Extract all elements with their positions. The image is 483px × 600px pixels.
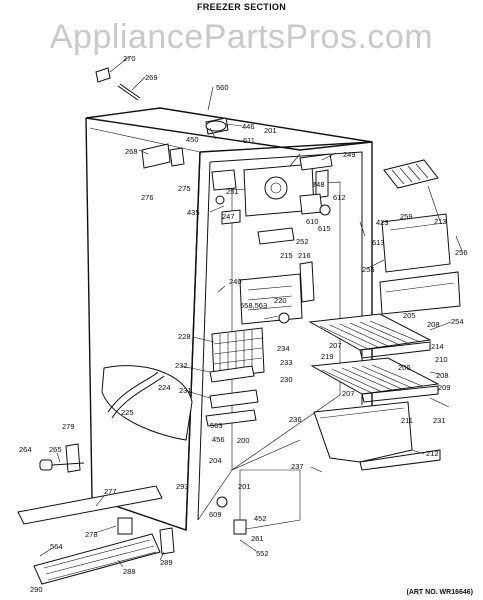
callout-label: 612	[333, 193, 346, 202]
callout-label: 252	[296, 237, 309, 246]
callout-label: 269	[145, 73, 158, 82]
callout-label: 207	[329, 341, 342, 350]
callout-label: 201	[238, 482, 251, 491]
callout-label: 610	[306, 217, 319, 226]
callout-label: 435	[187, 208, 200, 217]
callout-label: 207	[342, 389, 355, 398]
callout-label: 293	[176, 482, 189, 491]
callout-label: 208	[436, 371, 449, 380]
callout-label: 204	[209, 456, 222, 465]
callout-label: 261	[251, 534, 264, 543]
callout-label: 255	[362, 265, 375, 274]
callout-label: 289	[160, 558, 173, 567]
callout-label: 611	[243, 136, 255, 145]
callout-label: 264	[19, 445, 32, 454]
callout-label: 209	[438, 383, 451, 392]
callout-label: 276	[141, 193, 154, 202]
callout-label: 212	[426, 449, 439, 458]
lower-left-parts	[39, 365, 259, 473]
callout-label: 277	[104, 487, 117, 496]
callout-label: 208	[427, 320, 440, 329]
base-grille	[17, 485, 247, 585]
callout-label: 201	[264, 126, 277, 135]
callout-label: 205	[403, 311, 416, 320]
watermark: AppliancePartsPros.com	[49, 18, 434, 56]
callout-label: 279	[62, 422, 75, 431]
callout-label: 211	[401, 416, 413, 425]
callout-label: 231	[179, 386, 192, 395]
ice-tray	[383, 159, 439, 189]
freezer-cabinet	[85, 107, 373, 531]
callout-label: 558,563	[240, 301, 267, 310]
callout-label: 249	[343, 150, 356, 159]
callout-label: 560	[216, 83, 229, 92]
callout-label: 248	[312, 180, 325, 189]
duct-assembly	[239, 227, 315, 325]
shelves	[308, 213, 461, 471]
callout-label: 278	[85, 530, 98, 539]
callout-label: 552	[256, 549, 269, 558]
callout-label: 446	[242, 122, 255, 131]
callout-label: 268	[125, 147, 138, 156]
top-left-parts	[95, 67, 185, 169]
callout-labels: 270 269 560 446 450 611 201 268 249 275 …	[19, 54, 468, 594]
diagram-title: FREEZER SECTION	[196, 2, 286, 12]
callout-label: 233	[280, 358, 293, 367]
callout-label: 219	[321, 352, 334, 361]
callout-label: 450	[186, 135, 199, 144]
callout-label: 251	[226, 187, 239, 196]
callout-label: 456	[212, 435, 225, 444]
callout-label: 240	[229, 277, 242, 286]
callout-label: 216	[298, 251, 311, 260]
callout-label: 564	[50, 542, 63, 551]
callout-label: 256	[455, 248, 468, 257]
callout-label: 210	[435, 355, 448, 364]
callout-label: 609	[209, 510, 222, 519]
leader-lines	[39, 56, 463, 568]
callout-label: 254	[451, 317, 464, 326]
evaporator-coil	[211, 327, 265, 379]
callout-label: 214	[431, 342, 444, 351]
callout-label: 206	[398, 363, 411, 372]
callout-label: 225	[121, 408, 134, 417]
callout-label: 270	[123, 54, 136, 63]
callout-label: 230	[280, 375, 293, 384]
callout-label: 615	[318, 224, 331, 233]
callout-label: 290	[30, 585, 43, 594]
callout-label: 228	[178, 332, 191, 341]
callout-label: 423	[376, 218, 389, 227]
callout-label: 288	[123, 567, 136, 576]
callout-label: 259	[400, 212, 413, 221]
callout-label: 236	[289, 415, 302, 424]
art-number: (ART NO. WR16646)	[406, 589, 473, 596]
callout-label: 200	[237, 436, 250, 445]
callout-label: 232	[175, 361, 188, 370]
callout-label: 224	[158, 383, 171, 392]
callout-label: 275	[178, 184, 191, 193]
callout-label: 265	[49, 445, 62, 454]
callout-label: 220	[274, 296, 287, 305]
callout-label: 231	[433, 416, 446, 425]
callout-label: 234	[277, 344, 290, 353]
callout-label: 613	[372, 238, 385, 247]
control-panel	[205, 117, 333, 225]
callout-label: 452	[254, 514, 267, 523]
callout-label: 563	[210, 421, 223, 430]
callout-label: 213	[434, 217, 447, 226]
callout-label: 215	[280, 251, 293, 260]
callout-label: 247	[222, 212, 235, 221]
callout-label: 237	[291, 462, 304, 471]
